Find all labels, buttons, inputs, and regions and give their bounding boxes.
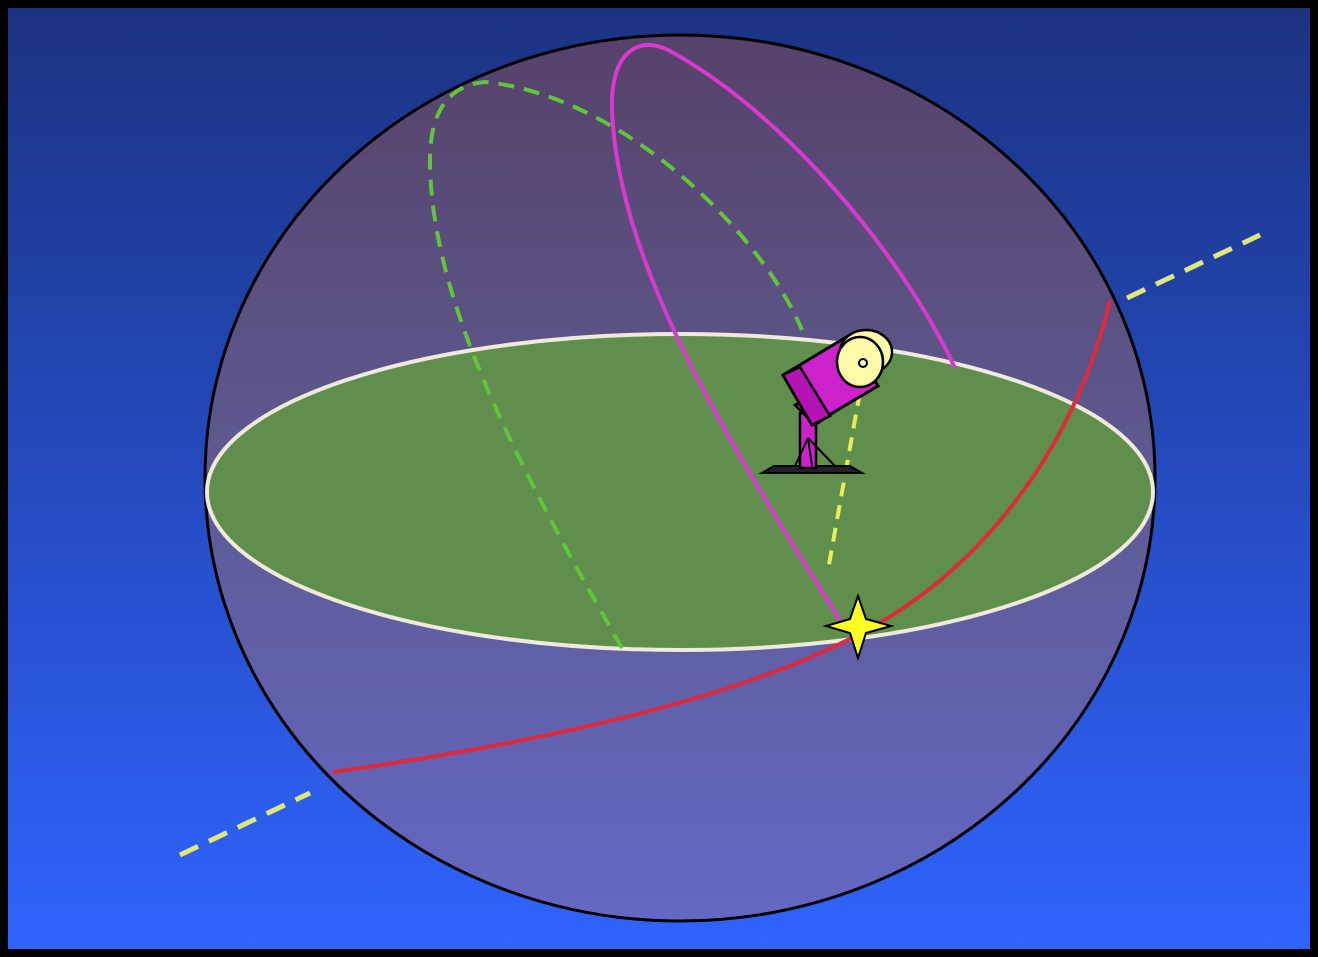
- polar-axis-lower: [178, 790, 312, 858]
- horizon-plane: [205, 332, 1155, 652]
- star-icon: [822, 592, 895, 662]
- telescope-sightline: [826, 391, 862, 571]
- telescope-icon: [758, 328, 894, 474]
- meridian-dashed-arc: [427, 79, 804, 649]
- polar-axis-upper: [1125, 232, 1262, 301]
- object-path-arc: [609, 43, 957, 622]
